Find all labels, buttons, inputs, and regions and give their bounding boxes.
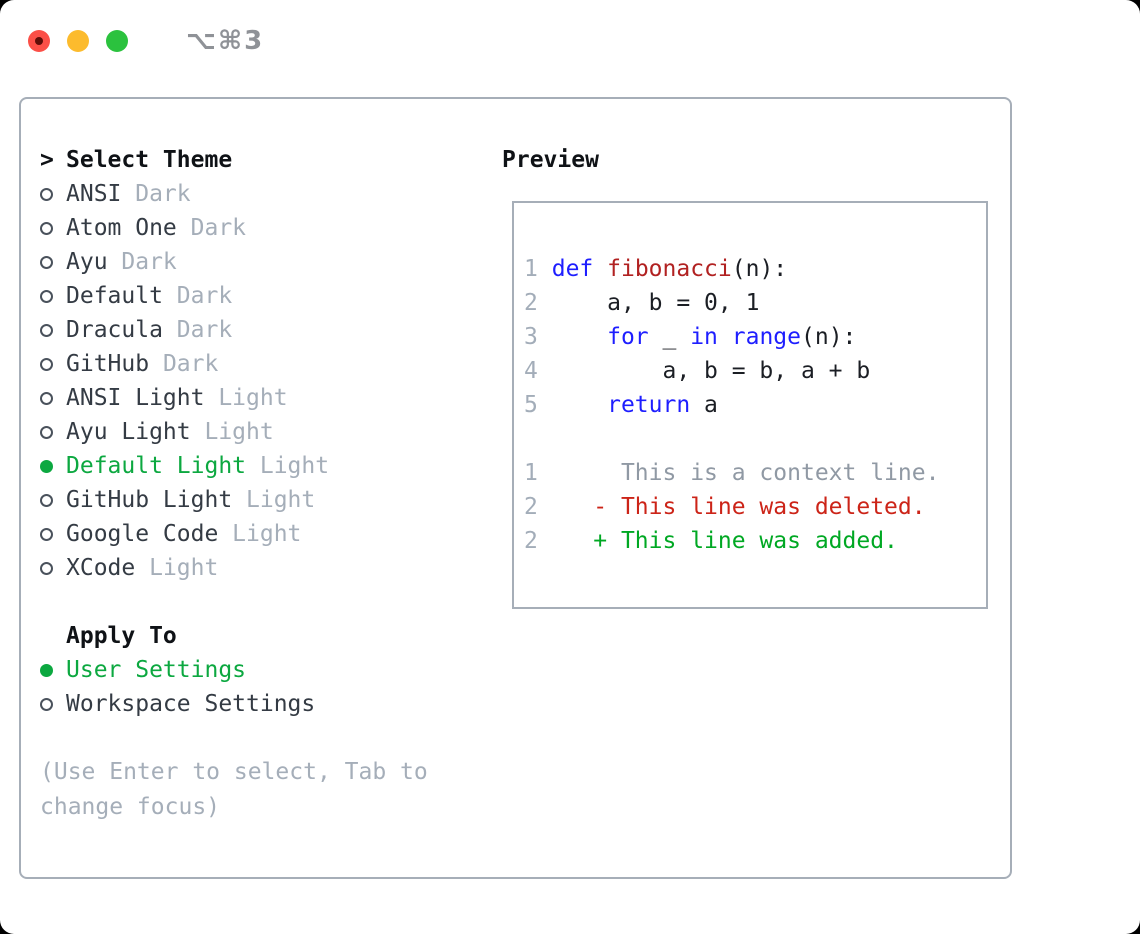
theme-type-label: Light	[246, 487, 316, 513]
option-label: User Settings	[66, 657, 247, 683]
line-number: 1	[524, 460, 538, 486]
theme-type-label: Light	[149, 555, 219, 581]
theme-list-column: > Select Theme ANSI Dark Atom One Dark A…	[40, 143, 428, 825]
close-dot-icon	[35, 37, 43, 45]
code-line: 4 a, b = b, a + b	[524, 358, 871, 384]
radio-icon	[40, 663, 66, 677]
theme-list: ANSI Dark Atom One Dark Ayu Dark Default…	[40, 177, 428, 585]
theme-option-atom-one[interactable]: Atom One Dark	[40, 211, 428, 245]
option-label: Google Code	[66, 521, 219, 547]
code-line: 3 for _ in range(n):	[524, 324, 857, 350]
option-label: ANSI	[66, 181, 122, 207]
spacer	[40, 585, 428, 619]
radio-icon	[40, 391, 66, 405]
spacer	[40, 721, 428, 755]
theme-type-label: Dark	[176, 317, 233, 343]
line-number: 2	[524, 290, 538, 316]
theme-option-ansi-light[interactable]: ANSI Light Light	[40, 381, 428, 415]
radio-icon	[40, 187, 66, 201]
option-label: Workspace Settings	[66, 691, 316, 717]
code-line: 1 def fibonacci(n):	[524, 256, 788, 282]
option-label: Atom One	[66, 215, 177, 241]
line-number: 2	[524, 528, 538, 554]
cursor-marker: >	[40, 143, 66, 177]
select-theme-header-row: > Select Theme	[40, 143, 428, 177]
option-label: XCode	[66, 555, 136, 581]
radio-icon	[40, 493, 66, 507]
radio-icon	[40, 561, 66, 575]
theme-option-dracula[interactable]: Dracula Dark	[40, 313, 428, 347]
option-label: GitHub	[66, 351, 150, 377]
theme-type-label: Light	[232, 521, 302, 547]
line-number: 3	[524, 324, 538, 350]
window-shortcut-label: ⌥⌘3	[186, 26, 265, 56]
theme-type-label: Dark	[190, 215, 247, 241]
hint-line: (Use Enter to select, Tab to	[40, 759, 428, 785]
theme-type-label: Dark	[162, 351, 219, 377]
select-theme-heading: Select Theme	[66, 147, 233, 173]
apply-options-list: User Settings Workspace Settings	[40, 653, 428, 721]
theme-option-ayu[interactable]: Ayu Dark	[40, 245, 428, 279]
theme-option-github[interactable]: GitHub Dark	[40, 347, 428, 381]
option-label: Ayu Light	[66, 419, 191, 445]
theme-type-label: Dark	[135, 181, 191, 207]
theme-option-xcode[interactable]: XCode Light	[40, 551, 428, 585]
theme-option-ansi[interactable]: ANSI Dark	[40, 177, 428, 211]
theme-type-label: Light	[259, 453, 330, 479]
line-number: 2	[524, 494, 538, 520]
preview-box: 1 def fibonacci(n): 2 a, b = 0, 1 3 for _ …	[512, 201, 988, 609]
apply-to-heading: Apply To	[66, 623, 177, 649]
option-label: Ayu	[66, 249, 108, 275]
apply-to-header-row: Apply To	[40, 619, 428, 653]
theme-type-label: Light	[204, 419, 274, 445]
option-label: ANSI Light	[66, 385, 205, 411]
titlebar: ⌥⌘3	[28, 26, 264, 56]
minimize-button[interactable]	[67, 30, 89, 52]
line-number: 1	[524, 256, 538, 282]
code-line: 5 return a	[524, 392, 718, 418]
radio-icon	[40, 289, 66, 303]
theme-option-github-light[interactable]: GitHub Light Light	[40, 483, 428, 517]
radio-icon	[40, 323, 66, 337]
theme-option-ayu-light[interactable]: Ayu Light Light	[40, 415, 428, 449]
theme-type-label: Dark	[176, 283, 233, 309]
preview-heading: Preview	[502, 147, 599, 173]
code-line: 1 This is a context line.	[524, 460, 940, 486]
chevron-right-icon: >	[40, 147, 54, 173]
code-line	[524, 422, 986, 456]
radio-icon	[40, 255, 66, 269]
theme-picker-panel: > Select Theme ANSI Dark Atom One Dark A…	[19, 97, 1012, 879]
radio-icon	[40, 459, 66, 473]
close-button[interactable]	[28, 30, 50, 52]
radio-icon	[40, 697, 66, 711]
code-line: 2 a, b = 0, 1	[524, 290, 760, 316]
option-label: Default	[66, 283, 163, 309]
apply-option-workspace-settings[interactable]: Workspace Settings	[40, 687, 428, 721]
code-line: 2 + This line was added.	[524, 528, 898, 554]
keyboard-hint: (Use Enter to select, Tab to change focus…	[40, 755, 428, 825]
hint-line: change focus)	[40, 794, 221, 820]
radio-icon	[40, 425, 66, 439]
apply-option-user-settings[interactable]: User Settings	[40, 653, 428, 687]
radio-icon	[40, 221, 66, 235]
code-line: 2 - This line was deleted.	[524, 494, 926, 520]
radio-icon	[40, 527, 66, 541]
theme-option-default-light[interactable]: Default Light Light	[40, 449, 428, 483]
line-number: 4	[524, 358, 538, 384]
code-block: 1 def fibonacci(n): 2 a, b = 0, 1 3 for _ …	[514, 203, 986, 558]
option-label: Default Light	[66, 453, 247, 479]
zoom-button[interactable]	[106, 30, 128, 52]
theme-option-default[interactable]: Default Dark	[40, 279, 428, 313]
theme-option-google-code[interactable]: Google Code Light	[40, 517, 428, 551]
option-label: GitHub Light	[66, 487, 233, 513]
option-label: Dracula	[66, 317, 163, 343]
radio-icon	[40, 357, 66, 371]
theme-type-label: Dark	[121, 249, 177, 275]
line-number: 5	[524, 392, 538, 418]
theme-type-label: Light	[218, 385, 288, 411]
